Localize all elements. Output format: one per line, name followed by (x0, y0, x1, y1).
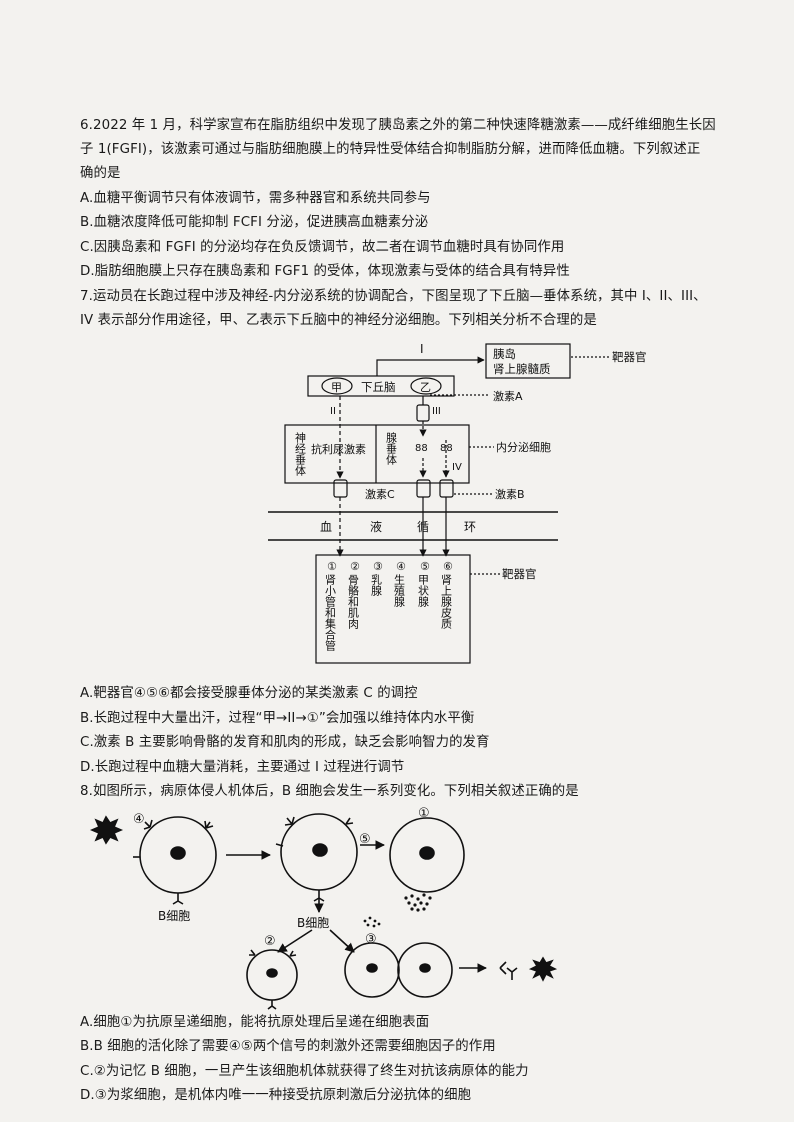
dots-left: 88 (415, 443, 428, 454)
organ-5-name: 甲状腺 (417, 574, 430, 608)
target-top-box (485, 343, 571, 379)
path-iv-label: IV (452, 462, 462, 473)
pituitary-box (284, 424, 470, 484)
q8-option-a: A.细胞①为抗原呈递细胞，能将抗原处理后呈递在细胞表面 (80, 1015, 430, 1030)
b-cell-label-2: B细胞 (297, 916, 329, 930)
neuro-pituitary-label: 神经垂体 (294, 431, 307, 476)
target-organ-label-top: 靶器官 (612, 350, 647, 364)
organ-4-name: 生殖腺 (393, 573, 406, 608)
target-top-line2: 肾上腺髓质 (493, 362, 551, 376)
q7-stem-line1: 7.运动员在长跑过程中涉及神经-内分泌系统的协调配合，下图呈现了下丘脑—垂体系统… (80, 289, 707, 304)
q8-stem: 8.如图所示，病原体侵人机体后，B 细胞会发生一系列变化。下列相关叙述正确的是 (80, 784, 579, 799)
target-organ-label-bottom: 靶器官 (502, 567, 537, 581)
cell-2-label: ② (264, 934, 276, 949)
blood-char-2: 液 (370, 519, 382, 534)
signal-5-label: ⑤ (359, 832, 371, 847)
adeno-pituitary-label: 腺垂体 (385, 431, 398, 465)
b-cell-label-1: B细胞 (158, 909, 190, 923)
yi-cell (410, 377, 442, 395)
path-i-arrow (376, 356, 485, 376)
hormone-b-label: 激素B (495, 487, 525, 501)
target-top-line1: 胰岛 (493, 347, 516, 361)
jia-label: 甲 (331, 381, 342, 394)
blood-char-3: 循 (417, 520, 429, 534)
hormone-c-label: 激素C (365, 487, 395, 501)
yi-label: 乙 (420, 381, 431, 394)
organ-5-num: ⑤ (420, 560, 430, 573)
hormone-a-label: 激素A (493, 389, 523, 403)
q6-option-b: B.血糖浓度降低可能抑制 FCFI 分泌，促进胰高血糖素分泌 (80, 215, 429, 230)
q6-stem-line2: 子 1(FGFI)，该激素可通过与脂肪细胞膜上的特异性受体结合抑制脂肪分解，进而… (80, 142, 701, 157)
organ-3-num: ③ (373, 560, 383, 573)
signal-4-label: ④ (133, 812, 145, 827)
path-ii-label: II (330, 406, 336, 417)
pathogen-star-icon (89, 815, 124, 845)
q7-stem-line2: IV 表示部分作用途径，甲、乙表示下丘脑中的神经分泌细胞。下列相关分析不合理的是 (80, 313, 597, 328)
q6-option-d: D.脂肪细胞膜上只存在胰岛素和 FGF1 的受体，体现激素与受体的结合具有特异性 (80, 264, 570, 279)
jia-cell (321, 377, 353, 395)
q8-option-c: C.②为记忆 B 细胞，一旦产生该细胞机体就获得了终生对抗该病原体的能力 (80, 1064, 529, 1079)
endocrine-cell-label: 内分泌细胞 (496, 440, 551, 454)
blood-char-4: 环 (464, 520, 476, 534)
organ-3-name: 乳腺 (370, 574, 383, 597)
organ-6-name: 肾上腺皮质 (440, 574, 453, 629)
organ-2-name: 骨骼和肌肉 (347, 574, 360, 629)
hypothalamus-label: 下丘脑 (361, 380, 396, 394)
q8-option-d: D.③为浆细胞，是机体内唯一一种接受抗原刺激后分泌抗体的细胞 (80, 1088, 472, 1103)
organ-2-num: ② (350, 560, 360, 573)
q6-option-c: C.因胰岛素和 FGFI 的分泌均存在负反馈调节，故二者在调节血糖时具有协同作用 (80, 240, 565, 255)
hormone-a-vesicle (416, 404, 430, 422)
adh-label: 抗利尿激素 (311, 442, 366, 456)
hypothalamus-box (307, 375, 455, 397)
organ-4-num: ④ (396, 560, 406, 573)
q7-option-d: D.长跑过程中血糖大量消耗，主要通过 I 过程进行调节 (80, 760, 405, 775)
q7-option-a: A.靶器官④⑤⑥都会接受腺垂体分泌的某类激素 C 的调控 (80, 686, 418, 701)
q6-stem-line1: 6.2022 年 1 月，科学家宣布在脂肪组织中发现了胰岛素之外的第二种快速降糖… (80, 118, 716, 133)
blood-char-1: 血 (320, 520, 332, 534)
dots-right: 88 (440, 443, 453, 454)
cell-3-label: ③ (365, 932, 377, 947)
q6-option-a: A.血糖平衡调节只有体液调节，需多种器官和系统共同参与 (80, 191, 431, 206)
organ-1-name: 肾小管和集合管 (324, 574, 337, 652)
cell-1-label: ① (418, 806, 430, 821)
q7-option-c: C.激素 B 主要影响骨骼的发育和肌肉的形成，缺乏会影响智力的发育 (80, 735, 490, 750)
path-i-label: I (420, 342, 424, 356)
antigen-star-icon (528, 956, 558, 982)
q6-stem-line3: 确的是 (80, 166, 121, 181)
b-cell-activation-diagram (89, 813, 558, 1010)
target-organs-box (315, 554, 471, 664)
q8-option-b: B.B 细胞的活化除了需要④⑤两个信号的刺激外还需要细胞因子的作用 (80, 1039, 496, 1054)
organ-1-num: ① (327, 560, 337, 573)
organ-6-num: ⑥ (443, 560, 453, 573)
path-iii-label: III (432, 406, 441, 417)
q7-option-b: B.长跑过程中大量出汗，过程“甲→II→①”会加强以维持体内水平衡 (80, 711, 475, 726)
